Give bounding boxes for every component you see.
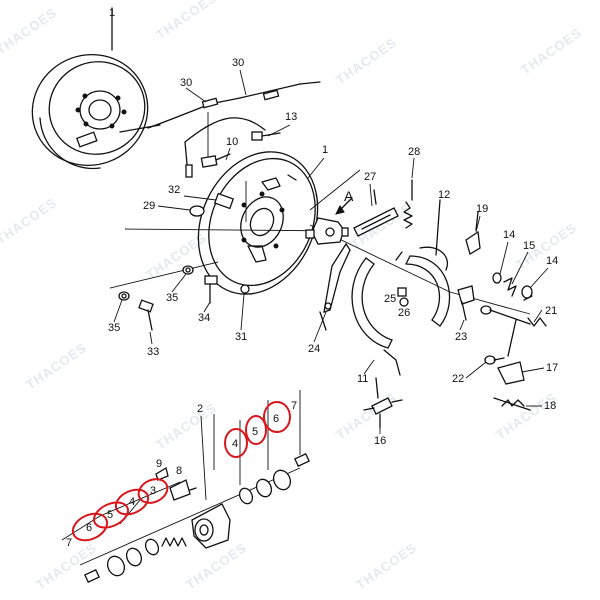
watermark: THACOES <box>333 35 399 88</box>
highlight-part-6-upper <box>263 401 291 433</box>
watermark: THACOES <box>493 390 559 443</box>
callout-18: 18 <box>544 400 556 412</box>
callout-11: 11 <box>357 373 368 385</box>
callout-4: 4 <box>232 438 238 450</box>
callout-5: 5 <box>252 426 258 438</box>
callout-7: 7 <box>66 537 72 549</box>
callout-2: 2 <box>197 403 203 415</box>
callout-7: 7 <box>291 400 297 412</box>
callout-labels: 1 30 30 13 10 1 28 27 12 19 32 29 A 14 1… <box>66 7 558 549</box>
small-hardware <box>118 131 281 331</box>
callout-14: 14 <box>503 229 515 241</box>
watermark: THACOES <box>23 340 89 393</box>
parking-brake-cable <box>147 81 321 178</box>
callout-16: 16 <box>374 435 386 447</box>
callout-8: 8 <box>176 465 182 477</box>
callout-32: 32 <box>168 184 180 196</box>
callout-1: 1 <box>322 144 328 156</box>
callout-10: 10 <box>226 136 238 148</box>
callout-1: 1 <box>109 7 115 19</box>
highlight-part-3 <box>137 478 169 504</box>
highlight-part-5-upper <box>245 415 267 445</box>
watermark: THACOES <box>0 5 60 58</box>
callout-9: 9 <box>156 458 162 470</box>
callout-17: 17 <box>546 362 558 374</box>
watermark: THACOES <box>518 25 584 78</box>
callout-12: 12 <box>438 189 450 201</box>
callout-25: 25 <box>384 293 396 305</box>
callout-23: 23 <box>455 331 467 343</box>
watermark: THACOES <box>183 540 249 593</box>
watermark: THACOES <box>153 0 219 42</box>
callout-6: 6 <box>86 522 92 534</box>
callout-15: 15 <box>523 240 535 252</box>
highlight-part-4-lower <box>114 488 150 516</box>
wheel-cylinder-assembly-a <box>305 197 353 245</box>
return-spring <box>403 179 413 229</box>
callout-14: 14 <box>546 255 558 267</box>
parking-lever <box>319 242 351 331</box>
highlight-part-4-upper <box>224 428 248 458</box>
callout-19: 19 <box>476 203 488 215</box>
highlight-part-5-lower <box>93 501 129 529</box>
arrow-label-a: A <box>344 188 354 204</box>
callout-28: 28 <box>408 146 420 158</box>
leader-lines <box>113 69 549 501</box>
callout-6: 6 <box>273 413 279 425</box>
highlight-circles <box>71 401 291 542</box>
highlight-part-6-lower <box>71 512 109 542</box>
callout-30: 30 <box>180 77 192 89</box>
callout-22: 22 <box>452 373 464 385</box>
callout-30: 30 <box>232 57 244 69</box>
callout-31: 31 <box>235 331 247 343</box>
callout-35: 35 <box>108 322 120 334</box>
watermark: THACOES <box>0 195 60 248</box>
brake-shoe-assembly <box>351 246 451 376</box>
small-hardware-center <box>397 285 475 321</box>
callout-34: 34 <box>198 312 210 324</box>
callout-26: 26 <box>398 307 410 319</box>
watermark: THACOES <box>333 390 399 443</box>
callout-29: 29 <box>143 200 155 212</box>
callout-24: 24 <box>308 343 320 355</box>
watermark: THACOES <box>153 400 219 453</box>
wheel-cylinder-exploded <box>61 390 310 584</box>
watermark: THACOES <box>143 230 209 283</box>
watermark-layer: THACOES THACOES THACOES THACOES THACOES … <box>0 0 585 592</box>
backing-plate-rear-view <box>31 7 161 170</box>
callout-35: 35 <box>166 292 178 304</box>
callout-13: 13 <box>285 111 297 123</box>
callout-3: 3 <box>150 485 156 497</box>
assembly-axis-lines <box>109 112 531 315</box>
bleeder-screw <box>363 377 403 429</box>
callout-33: 33 <box>147 346 159 358</box>
adjuster-bar <box>353 189 399 237</box>
callout-5: 5 <box>107 509 113 521</box>
adjuster-hardware-right <box>435 199 547 411</box>
callout-21: 21 <box>545 305 557 317</box>
callout-4: 4 <box>129 496 135 508</box>
watermark: THACOES <box>353 540 419 593</box>
callout-27: 27 <box>364 171 376 183</box>
